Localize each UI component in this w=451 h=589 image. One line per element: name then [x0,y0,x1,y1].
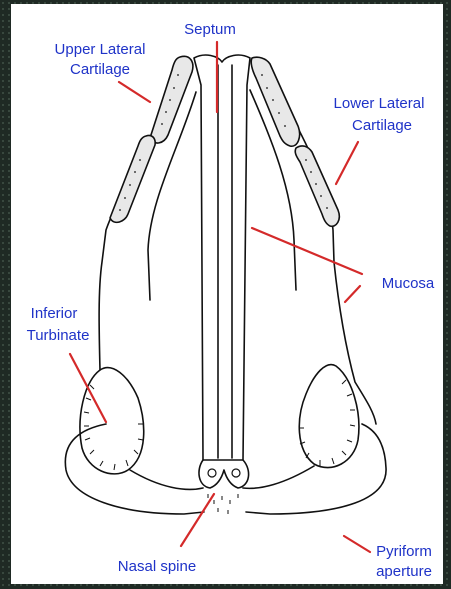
left-upper-lateral-cartilage-upper [150,56,193,143]
septum-shape [194,55,250,460]
label-inferior-turbinate-line2: Turbinate [27,327,90,344]
leader-mucosa-upper [252,228,362,274]
leader-mucosa-lower [345,286,360,302]
leader-upper-lateral-cartilage [119,82,150,102]
label-lower-lateral-line1: Lower Lateral [334,95,425,112]
label-pyriform-line1: Pyriform [376,543,432,560]
label-upper-lateral-line2: Cartilage [70,61,130,78]
label-inferior-turbinate-line1: Inferior [31,305,78,322]
label-mucosa: Mucosa [382,275,435,292]
left-inferior-turbinate [80,368,144,474]
pyriform-aperture-left [65,424,204,514]
label-lower-lateral-line2: Cartilage [352,117,412,134]
pyriform-aperture-right [246,424,386,514]
left-upper-lateral-cartilage-lower [110,135,155,222]
leader-lower-lateral-cartilage [336,142,358,184]
right-inferior-turbinate [299,365,359,468]
nasal-floor-right [243,466,314,488]
label-nasal-spine: Nasal spine [118,558,196,575]
nasal-floor-left [130,470,203,489]
label-pyriform-line2: aperture [376,563,432,580]
right-upper-lateral-cartilage [251,57,299,146]
left-nasal-wall [99,78,188,370]
label-upper-lateral-line1: Upper Lateral [55,41,146,58]
leader-nasal-spine [181,494,214,546]
right-lower-lateral-cartilage [295,146,339,226]
label-septum: Septum [184,21,236,38]
leader-pyriform-aperture [344,536,370,552]
nasal-spine-shape [199,460,249,488]
